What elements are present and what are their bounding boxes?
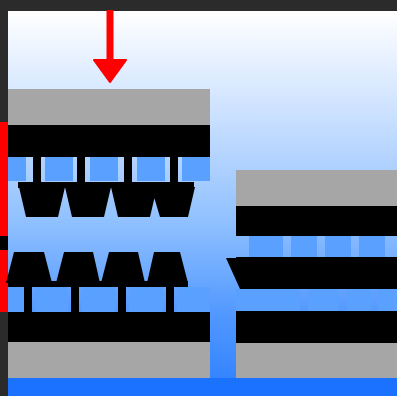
gap-cell <box>8 287 24 312</box>
left-top-bar <box>8 125 210 157</box>
post <box>124 157 132 187</box>
right-bottom-bar <box>236 311 397 343</box>
gap-cell <box>129 287 163 312</box>
post <box>77 157 85 187</box>
lower-trapezoid <box>6 252 52 283</box>
left-top-plate <box>8 89 210 125</box>
gap-cell <box>347 289 371 311</box>
gap-cell <box>270 289 300 311</box>
gap-cell <box>249 236 283 257</box>
left-red-rail <box>0 122 8 312</box>
gap-cell <box>236 289 270 311</box>
post <box>71 283 79 313</box>
gap-cell <box>325 236 351 257</box>
right-bottom-plate <box>236 343 397 378</box>
gap-cell <box>82 287 115 312</box>
gap-cell <box>378 289 397 311</box>
gap-cell <box>177 287 210 312</box>
post <box>166 283 174 313</box>
lower-trapezoid <box>147 252 188 283</box>
left-rail-gap <box>0 236 8 250</box>
gap-cell <box>8 157 26 181</box>
post <box>118 283 126 313</box>
gap-cell <box>291 236 317 257</box>
upper-trapezoid <box>151 187 195 217</box>
upper-trapezoid <box>111 187 157 217</box>
post <box>24 283 32 313</box>
floor-strip <box>8 378 397 396</box>
lower-trapezoid <box>101 252 145 283</box>
gap-cell <box>359 236 385 257</box>
down-arrow-icon <box>93 10 127 83</box>
lower-crossbar <box>8 281 188 287</box>
post <box>33 157 41 187</box>
gap-cell <box>45 157 73 181</box>
gap-cell <box>90 157 118 181</box>
right-top-bar <box>236 206 397 236</box>
right-wedge <box>226 258 397 289</box>
right-top-plate <box>236 170 397 206</box>
gap-cell <box>137 157 165 181</box>
upper-trapezoid <box>19 187 65 217</box>
left-bottom-bar <box>8 312 210 342</box>
post <box>170 157 178 187</box>
left-bottom-plate <box>8 342 210 378</box>
upper-trapezoid <box>65 187 111 217</box>
gap-cell <box>308 289 338 311</box>
crossbar <box>18 182 194 188</box>
gap-cell <box>182 157 210 181</box>
gap-cell <box>35 287 68 312</box>
lower-trapezoid <box>56 252 100 283</box>
